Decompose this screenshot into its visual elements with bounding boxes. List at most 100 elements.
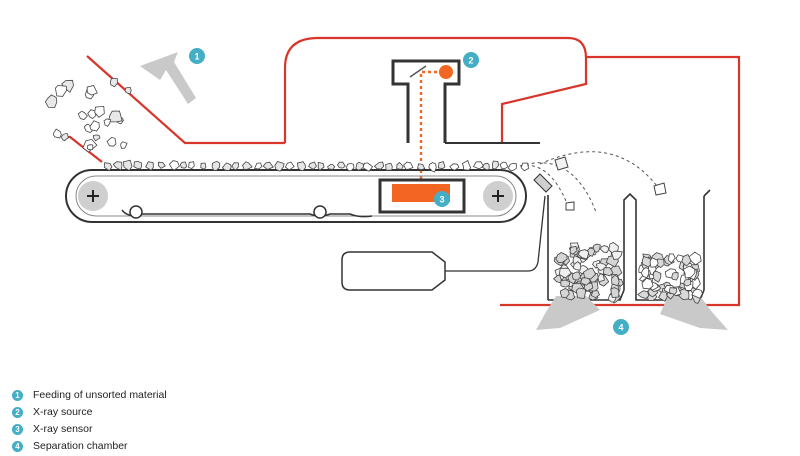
accepted-bin-rock [572,261,582,271]
left-pulley-plus-icon [87,190,99,202]
legend-item-separation-chamber: 4 Separation chamber [12,438,167,455]
belt-rock [262,161,274,170]
belt-rock [145,161,154,171]
legend-label: Separation chamber [33,440,128,452]
feed-arrow [140,52,196,104]
svg-text:3: 3 [439,195,444,205]
rejected-bin-rock [641,255,652,268]
rejected-bin-rock [668,253,676,264]
legend-label: X-ray sensor [33,423,93,435]
accepted-bin-rock [600,245,610,253]
feed-rock [77,110,88,120]
bin-wall-right [703,189,711,197]
accepted-bin-rock [611,274,620,287]
belt-rock [403,161,414,170]
belt-rock [274,161,285,172]
ejected-trajectory [539,151,661,191]
feed-rock [107,110,123,123]
belt-rock [168,160,180,171]
svg-text:4: 4 [618,323,623,333]
legend-number-badge: 1 [12,390,23,401]
legend-item-feeding: 1 Feeding of unsorted material [12,387,167,404]
accepted-bin-rock [571,271,581,281]
rejected-bin-rock [691,288,703,299]
material-rocks [44,77,703,304]
belt-rock [346,163,355,172]
belt-rock [337,161,346,169]
svg-text:1: 1 [194,52,199,62]
feed-rock [86,85,98,96]
feed-rock [61,79,74,93]
feed-rock [124,87,132,95]
feed-rock [60,132,69,142]
belt-rock [122,159,133,172]
accepted-bin-rock [575,287,587,299]
belt-rock [362,162,374,172]
rejected-bin-rock [653,270,662,283]
belt-rock [231,162,239,171]
accepted-bin-rock [558,267,572,279]
accepted-bin-rock [555,252,568,264]
accepted-bin-rock [611,250,623,260]
belt-rock [385,162,393,171]
marker-feeding: 1 [189,48,205,64]
legend-item-xray-sensor: 3 X-ray sensor [12,421,167,438]
right-output-arrow [660,296,728,330]
feed-rock [103,118,112,127]
separation-housing-outline [500,55,741,307]
rejected-bin-rock [641,277,654,290]
belt-rock [472,161,484,170]
legend-label: X-ray source [33,406,93,418]
belt-rock [499,161,509,169]
ejected-rock [653,182,667,196]
belt-rock [355,161,365,171]
accepted-bin-rock [610,287,620,298]
svg-text:2: 2 [468,56,473,66]
ejector-nozzle [533,173,553,193]
belt-rock [373,161,385,170]
feed-rock [94,105,105,118]
feed-rock [120,141,128,149]
belt-rock [254,162,263,170]
belt-rock [396,161,404,170]
machine-housing-outline [283,36,588,143]
ejected-rock-high [554,156,569,171]
left-output-arrow [536,296,600,330]
feed-chute-line [86,55,285,145]
belt-rock [317,162,325,171]
rejected-bin-rock [682,265,696,279]
feed-rock [92,134,101,142]
xray-source-emitter [439,65,453,79]
control-cable [445,195,546,272]
belt-rock [200,162,207,170]
xray-source-plate [409,65,427,78]
belt-rock [112,161,123,171]
legend-number-badge: 4 [12,441,23,452]
accepted-bin-rock [552,274,562,284]
accepted-bin-rock [569,245,578,255]
xray-source-housing [391,59,461,143]
marker-separation-chamber: 4 [613,319,629,335]
accepted-bin-rock [590,289,600,299]
accepted-bin-rock [583,267,597,280]
legend-item-xray-source: 2 X-ray source [12,404,167,421]
legend-number-badge: 3 [12,424,23,435]
feed-rock [89,120,100,132]
diagram-legend: 1 Feeding of unsorted material 2 X-ray s… [12,387,167,455]
belt-rock [242,161,253,170]
control-unit [341,251,446,291]
feed-rock [44,94,58,109]
legend-label: Feeding of unsorted material [33,389,167,401]
idler-roller-left [129,205,143,219]
belt-rock [211,160,221,171]
belt-rock [449,163,460,171]
accepted-bin-rock [602,267,614,277]
conveyor-belt-inner [75,175,517,217]
belt-rock [188,161,195,169]
belt-rock [103,162,113,172]
feed-rock [109,77,119,88]
belt-rock [284,161,295,171]
right-pulley-plus-icon [492,190,504,202]
belt-rock [308,161,317,170]
